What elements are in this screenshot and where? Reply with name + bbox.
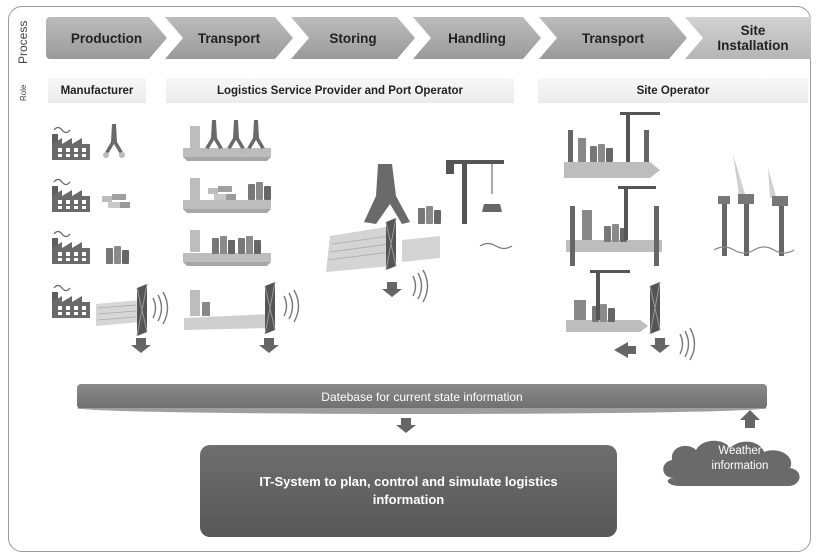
vessel-icon xyxy=(566,320,648,332)
tower-sections-icon xyxy=(604,224,627,242)
weather-cloud-icon xyxy=(663,440,800,486)
water-icon xyxy=(479,242,513,250)
signal-icon xyxy=(283,289,300,323)
jackup-vessel-icon xyxy=(566,240,662,252)
gantry-icon xyxy=(385,217,397,271)
process-step-storing: Storing xyxy=(291,17,415,59)
tower-sections-icon xyxy=(212,236,235,254)
down-arrow-icon xyxy=(650,338,670,353)
process-step-transport-site: Transport xyxy=(539,17,687,59)
role-site-operator: Site Operator xyxy=(538,78,808,103)
signal-icon xyxy=(679,327,696,361)
components-icon xyxy=(102,194,130,208)
process-step-label: Transport xyxy=(581,30,645,46)
gantry-icon xyxy=(264,281,276,335)
tower-sections-icon xyxy=(590,144,613,162)
it-system-line2: information xyxy=(372,492,445,507)
role-label: Site Operator xyxy=(636,84,710,97)
storage-area-icon xyxy=(183,253,271,266)
role-manufacturer: Manufacturer xyxy=(48,78,146,103)
diagram-frame xyxy=(8,6,811,552)
tower-sections-icon xyxy=(592,304,615,322)
weather-label: Weather information xyxy=(690,444,790,474)
factory-icon xyxy=(51,178,91,213)
tripod-foundation-icon xyxy=(103,124,125,158)
wind-turbine-icon xyxy=(713,154,795,256)
process-step-label: Production xyxy=(70,30,143,46)
components-icon xyxy=(208,186,236,200)
up-arrow-icon xyxy=(740,410,760,420)
it-system-line1: IT-System to plan, control and simulate … xyxy=(259,474,558,489)
down-arrow-icon xyxy=(396,418,416,433)
down-arrow-icon xyxy=(259,338,279,353)
crane-icon xyxy=(462,160,467,224)
factory-icon xyxy=(51,126,91,161)
weather-line2: information xyxy=(711,460,769,472)
storage-area-icon xyxy=(183,200,271,213)
down-arrow-icon xyxy=(382,282,402,297)
process-step-label: Handling xyxy=(448,30,506,46)
role-logistics: Logistics Service Provider and Port Oper… xyxy=(166,78,514,103)
tower-sections-icon xyxy=(418,206,441,224)
process-step-transport: Transport xyxy=(165,17,293,59)
role-label: Logistics Service Provider and Port Oper… xyxy=(216,84,464,97)
database-shadow xyxy=(77,408,767,414)
weather-line1: Weather xyxy=(718,445,762,457)
left-arrow-icon xyxy=(614,342,628,358)
role-label: Manufacturer xyxy=(60,84,134,97)
crane-icon xyxy=(626,112,630,162)
signal-icon xyxy=(412,269,429,303)
database-bar: Datebase for current state information xyxy=(77,384,767,409)
factory-icon xyxy=(51,230,91,265)
process-step-handling: Handling xyxy=(413,17,541,59)
gantry-icon xyxy=(649,281,661,335)
process-step-site-installation: Site Installation xyxy=(685,17,811,59)
quay-icon xyxy=(96,300,140,326)
tower-sections-icon xyxy=(238,236,261,254)
process-step-label: Transport xyxy=(197,30,261,46)
it-system-box: IT-System to plan, control and simulate … xyxy=(200,445,617,537)
tower-sections-icon xyxy=(248,182,271,200)
process-step-label: Site Installation xyxy=(717,23,789,53)
process-step-label: Storing xyxy=(329,30,377,46)
tower-sections-icon xyxy=(106,246,129,264)
vessel-icon xyxy=(564,162,660,178)
signal-icon xyxy=(152,291,169,325)
database-label: Datebase for current state information xyxy=(321,389,523,404)
factory-icon xyxy=(51,284,91,319)
process-step-production: Production xyxy=(46,17,167,59)
tripod-foundation-icon xyxy=(364,164,410,224)
down-arrow-icon xyxy=(131,338,151,353)
gantry-icon xyxy=(136,283,148,337)
